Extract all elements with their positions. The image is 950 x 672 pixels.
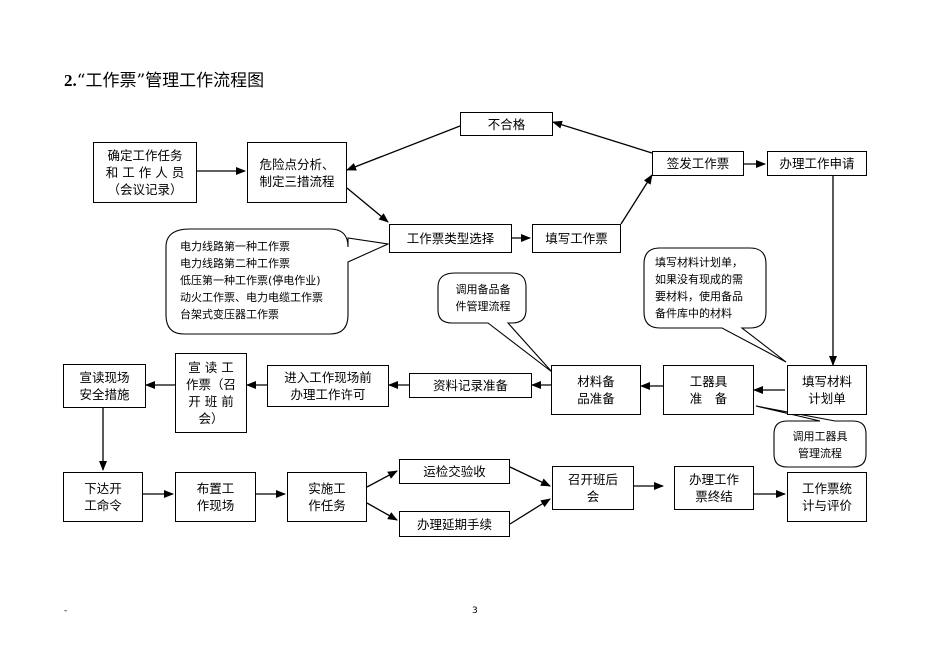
arrow-implement-extend	[366, 502, 398, 521]
arrow-inspect-meeting	[509, 466, 551, 487]
box-fill-material-plan: 填写材料 计划单	[787, 365, 867, 415]
box-start-order: 下达开 工命令	[63, 472, 143, 522]
box-enter-permit: 进入工作现场前 办理工作许可	[267, 365, 389, 407]
box-fill-ticket: 填写工作票	[532, 224, 621, 253]
page-title: 2.“工作票”管理工作流程图	[64, 66, 264, 91]
box-end-ticket: 办理工作 票终结	[674, 466, 754, 510]
box-inspect-accept: 运检交验收	[399, 459, 510, 484]
bubble-tools-flow-shape	[755, 405, 867, 468]
bubble-spare-parts: 调用备品备 件管理流程	[455, 283, 511, 313]
box-apply-work: 办理工作申请	[767, 151, 867, 176]
box-read-safety: 宣读现场 安全措施	[63, 364, 146, 408]
box-tools-prepare: 工器具 准 备	[663, 365, 754, 415]
box-material-prepare: 材料备 品准备	[551, 365, 641, 415]
box-post-shift-meeting: 召开班后 会	[552, 466, 634, 510]
footer-mark: -	[64, 606, 68, 616]
arrow-issue-unqualified	[552, 120, 653, 154]
bubble-ticket-types: 电力线路第一种工作票 电力线路第二种工作票 低压第一种工作票(停电作业) 动火工…	[180, 240, 323, 321]
box-arrange-site: 布置工 作现场	[175, 472, 256, 522]
box-risk-analysis: 危险点分析、 制定三措流程	[247, 142, 347, 203]
box-read-ticket: 宣 读 工 作票（召 开 班 前 会）	[175, 353, 247, 433]
bubble-material-plan-shape	[643, 247, 787, 363]
arrow-implement-inspect	[366, 470, 398, 488]
bubble-material-plan: 填写材料计划单， 如果没有现成的需 要材料，使用备品 备件库中的材料	[655, 256, 743, 320]
box-extend-procedure: 办理延期手续	[399, 511, 510, 537]
title-number: 2.	[64, 71, 77, 90]
arrow-unqualified-risk	[346, 125, 461, 171]
title-text: “工作票”管理工作流程图	[76, 71, 265, 91]
bubble-spare-parts-shape	[437, 272, 553, 373]
arrow-fill-issue	[620, 174, 653, 225]
arrow-risk-select	[346, 187, 389, 223]
box-records-prepare: 资料记录准备	[409, 373, 532, 398]
box-implement-task: 实施工 作任务	[287, 472, 367, 522]
arrow-extend-meeting	[509, 498, 551, 525]
page-number: 3	[472, 606, 478, 616]
box-issue-ticket: 签发工作票	[652, 151, 744, 176]
bubble-ticket-types-shape	[165, 228, 390, 335]
box-ticket-evaluate: 工作票统 计与评价	[787, 472, 867, 522]
box-unqualified: 不合格	[460, 112, 553, 136]
box-ticket-type-select: 工作票类型选择	[389, 224, 512, 253]
bubble-tools-flow: 调用工器具 管理流程	[792, 430, 848, 460]
box-confirm-task: 确定工作任务 和 工 作 人 员 （会议记录）	[93, 142, 197, 203]
